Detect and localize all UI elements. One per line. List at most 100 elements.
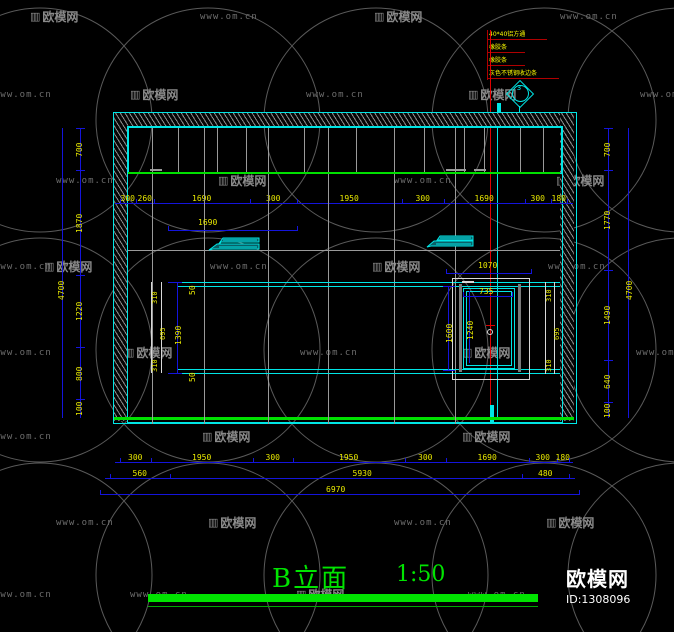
- jamb-line: [545, 282, 546, 374]
- dim-line-panel-height: [177, 282, 178, 373]
- jamb-line: [554, 282, 555, 374]
- dim-bottom-tick: [569, 458, 570, 463]
- dim-mirror-height: 1240: [466, 320, 475, 340]
- dim-left-tick: [76, 347, 85, 348]
- dim-bottom-total: 6970: [326, 485, 346, 494]
- dim-line-mirror-width: [446, 273, 532, 274]
- ceiling-zone-outline: [128, 127, 562, 174]
- dim-bottom-tick: [151, 458, 152, 463]
- dim-top-offset: 50: [188, 285, 197, 295]
- watermark-mark: ▥: [468, 88, 478, 101]
- dim-left-tick: [76, 128, 85, 129]
- dim-bottom-6: 300: [535, 453, 550, 462]
- watermark-logo: ▥ 欧模网: [130, 86, 178, 103]
- floor-line-green: [114, 417, 574, 420]
- dim-bottom-4: 300: [418, 453, 433, 462]
- dim-top-2: 1690: [192, 194, 212, 203]
- dim-left-tick: [76, 399, 85, 400]
- watermark-mark: ▥: [44, 260, 54, 273]
- dim-right-1: 1770: [603, 210, 612, 230]
- dim-top-tick: [551, 199, 552, 204]
- detail-marker[interactable]: 3: [505, 79, 535, 109]
- title-underline-bar: [148, 594, 538, 602]
- furniture-icon-left: [208, 237, 260, 251]
- wall-joint-line: [204, 174, 205, 424]
- dim-top-5: 300: [415, 194, 430, 203]
- dim-bottom-0: 300: [128, 453, 143, 462]
- watermark-logo: ▥ 欧模网: [546, 514, 594, 531]
- dim-bottom2-tick: [522, 474, 523, 479]
- watermark-logo: ▥ 欧模网: [372, 258, 420, 275]
- watermark-url: www.om.cn: [200, 12, 258, 22]
- dim-right-total: 4700: [625, 280, 634, 300]
- dim-bottom-tick: [120, 458, 121, 463]
- jamb-line: [151, 282, 152, 373]
- dim-line-shelf: [168, 230, 298, 231]
- dim-right-upper: 310: [545, 289, 553, 302]
- mirror-pane-inner: [466, 291, 512, 366]
- dim-bottom-tick: [405, 458, 406, 463]
- dim-right-tick: [604, 170, 613, 171]
- dim-left-1: 1870: [75, 213, 84, 233]
- wall-joint-line: [394, 174, 395, 424]
- watermark-mark: ▥: [218, 174, 228, 187]
- dim-left-0: 700: [75, 142, 84, 157]
- watermark-logo-text: 欧模网: [220, 516, 257, 530]
- watermark-url: www.om.cn: [306, 90, 364, 100]
- watermark-url: www.om.cn: [636, 348, 674, 358]
- centerline-red: [490, 30, 491, 420]
- dim-right-tick: [604, 270, 613, 271]
- dim-top-tick: [136, 199, 137, 204]
- dim-top-tick: [250, 199, 251, 204]
- watermark-logo-text: 欧模网: [214, 430, 251, 444]
- dim-shelf-width: 1690: [198, 218, 218, 227]
- watermark-url: www.om.cn: [0, 432, 52, 442]
- watermark-mark: ▥: [546, 516, 556, 529]
- watermark-logo-text: 欧模网: [474, 346, 511, 360]
- dim-cabinet-height: 1600: [445, 323, 454, 343]
- drawing-scale: 1:50: [396, 562, 446, 587]
- dim-line-top: [115, 203, 573, 204]
- dim-bottom-5: 1690: [477, 453, 497, 462]
- furniture-icon-right: [426, 235, 474, 248]
- dim-top-4: 1950: [339, 194, 359, 203]
- watermark-url: www.om.cn: [210, 262, 268, 272]
- watermark-logo-text: 欧模网: [136, 346, 173, 360]
- wall-band-line: [128, 250, 560, 251]
- watermark-mark: ▥: [202, 430, 212, 443]
- watermark-logo: ▥ 欧模网: [124, 344, 172, 361]
- dim-top-tick: [444, 199, 445, 204]
- dim-line-bottom-1: [115, 462, 573, 463]
- dim-left-upper: 310: [151, 291, 159, 304]
- dim-bottom2-tick: [170, 474, 171, 479]
- dim-basin-width: 735: [479, 287, 494, 296]
- callout-text-3: 灰色不锈钢收边条: [489, 70, 538, 77]
- watermark-logo-text: 欧模网: [386, 10, 423, 24]
- watermark-logo: ▥ 欧模网: [374, 8, 422, 25]
- dim-bottom2-0: 560: [132, 469, 147, 478]
- cabinet-side-panel: [518, 284, 521, 372]
- title-underline-thin: [148, 606, 538, 607]
- watermark-url: www.om.cn: [394, 176, 452, 186]
- dim-right-tick: [604, 402, 613, 403]
- dim-bottom-offset: 50: [188, 372, 197, 382]
- dim-line-bottom-2: [105, 478, 575, 479]
- watermark-mark: ▥: [124, 346, 134, 359]
- dim-left-2: 1220: [75, 301, 84, 321]
- watermark-logo: ▥ 欧模网: [462, 428, 510, 445]
- watermark-url: www.om.cn: [560, 12, 618, 22]
- watermark-logo-text: 欧模网: [56, 260, 93, 274]
- watermark-logo: ▥ 欧模网: [30, 8, 78, 25]
- dim-line-cabinet-height: [448, 286, 449, 370]
- dim-top-6: 1690: [474, 194, 494, 203]
- mirror-pane: [463, 288, 515, 369]
- watermark-logo: ▥ 欧模网: [218, 172, 266, 189]
- watermark-url: www.om.cn: [0, 590, 52, 600]
- dim-right-0: 700: [603, 142, 612, 157]
- wall-joint-line: [268, 174, 269, 424]
- cabinet-side-panel: [459, 284, 462, 372]
- callout-text-0: 40*40铝方通: [489, 31, 526, 38]
- dim-left-middle: 695: [159, 327, 167, 340]
- section-line-vertical: [497, 110, 498, 420]
